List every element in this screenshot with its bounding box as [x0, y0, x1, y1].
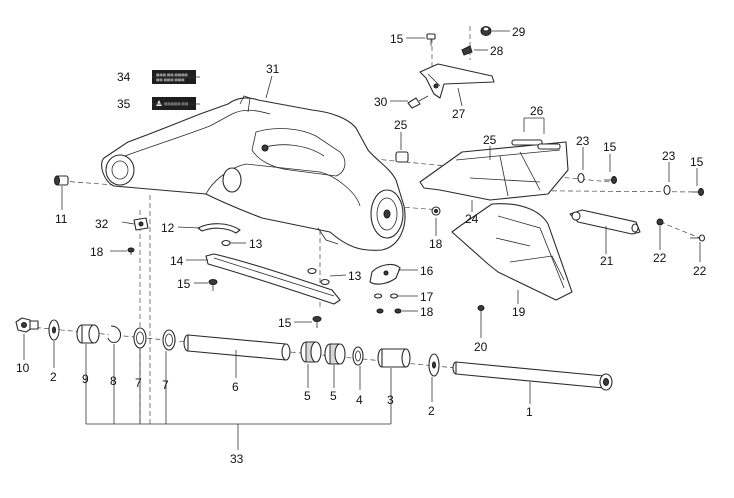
callout-20: 20 [474, 340, 488, 354]
callout-16: 16 [420, 264, 434, 278]
callout-15-mid: 15 [278, 316, 292, 330]
bolt-15-left [208, 279, 218, 291]
callout-30: 30 [374, 95, 388, 109]
pivot-shaft-1 [452, 361, 613, 391]
bracket-16 [369, 263, 401, 285]
spacer-25-left [395, 151, 409, 163]
callout-18-left: 18 [90, 245, 104, 259]
callout-35: 35 [117, 97, 131, 111]
sleeve-6 [183, 334, 291, 361]
screw-18-left [127, 247, 135, 255]
circlip-8 [107, 325, 122, 344]
callout-2-right: 2 [428, 404, 435, 418]
clip-12 [197, 223, 241, 234]
callout-2-left: 2 [50, 370, 57, 384]
bolt-22-a [656, 218, 664, 226]
bolt-30 [407, 95, 429, 109]
callout-23-b: 23 [662, 149, 676, 163]
svg-text:▤▤▤ ▤▤ ▤▤▤▤: ▤▤▤ ▤▤ ▤▤▤▤ [156, 73, 188, 77]
callout-8: 8 [110, 374, 117, 388]
washer-2-right [428, 353, 440, 377]
callout-15-right-b: 15 [690, 155, 704, 169]
callout-14: 14 [170, 254, 184, 268]
screw-18-lower [376, 308, 402, 314]
lower-cover-19 [451, 203, 573, 301]
washer-17 [373, 293, 399, 299]
callout-1: 1 [526, 405, 533, 419]
spacer-3 [377, 348, 411, 368]
bolt-22-b [690, 234, 706, 242]
callout-26: 26 [530, 104, 544, 118]
washer-13-upper [221, 239, 231, 247]
callout-5-b: 5 [330, 389, 337, 403]
callout-labels: 29 15 28 34 31 30 35 27 26 25 25 23 15 2… [16, 25, 707, 466]
callout-10: 10 [16, 361, 30, 375]
bracket-27 [419, 63, 495, 99]
callout-25-right: 25 [483, 133, 497, 147]
bearing-5-a [300, 341, 322, 363]
callout-17: 17 [420, 290, 434, 304]
callout-19: 19 [512, 305, 526, 319]
washer-23-a [577, 172, 585, 184]
callout-22-b: 22 [693, 264, 707, 278]
washer-13-lower [307, 267, 330, 286]
nut-18-right [431, 206, 441, 216]
bolt-15-top [426, 33, 436, 46]
callout-7-b: 7 [162, 378, 169, 392]
callout-15-left: 15 [177, 277, 191, 291]
swingarm-body [101, 95, 406, 251]
washer-23-b [663, 184, 671, 196]
bolt-15-right-a [604, 176, 617, 184]
callout-5-a: 5 [304, 389, 311, 403]
chain-cover-24 [419, 141, 569, 201]
bolt-15-right-b [692, 188, 704, 196]
callout-29: 29 [512, 25, 526, 39]
callout-6: 6 [232, 380, 239, 394]
callout-7-a: 7 [135, 376, 142, 390]
bolt-15-mid [312, 316, 322, 328]
callout-34: 34 [117, 70, 131, 84]
callout-4: 4 [356, 393, 363, 407]
screw-20 [477, 305, 485, 318]
callout-11: 11 [55, 212, 68, 226]
chain-guide-14 [205, 253, 341, 305]
callout-18-right: 18 [429, 237, 443, 251]
callout-33: 33 [230, 452, 244, 466]
callout-32: 32 [95, 217, 109, 231]
screw-28 [461, 45, 473, 56]
callout-18-lower: 18 [420, 305, 434, 319]
bolt-11 [54, 175, 69, 186]
bushing-9 [76, 324, 100, 344]
callout-28: 28 [490, 44, 504, 58]
leader-lines [23, 30, 701, 450]
callout-9: 9 [82, 372, 89, 386]
callout-15-right-a: 15 [603, 140, 617, 154]
bolts-26 [511, 139, 561, 150]
svg-text:▤▤ ▤▤▤ ▤▤▤: ▤▤ ▤▤▤ ▤▤▤ [156, 78, 185, 82]
callout-21: 21 [600, 254, 614, 268]
sensor-bracket-32 [133, 217, 149, 231]
callout-23-a: 23 [576, 134, 590, 148]
callout-31: 31 [266, 62, 280, 76]
seal-4 [352, 346, 364, 366]
washer-2-left [48, 319, 60, 341]
callout-3: 3 [387, 393, 394, 407]
nut-10 [15, 317, 39, 333]
bearing-5-b [324, 343, 346, 365]
callout-24: 24 [465, 212, 479, 226]
callout-25-left: 25 [394, 118, 408, 132]
callout-13-lower: 13 [348, 269, 362, 283]
seal-7-a [133, 327, 147, 349]
callout-27: 27 [452, 107, 466, 121]
callout-13-upper: 13 [249, 237, 263, 251]
cap-29 [480, 26, 492, 36]
callout-22-a: 22 [653, 251, 667, 265]
callout-15-top: 15 [390, 32, 404, 46]
callout-12: 12 [161, 221, 175, 235]
tensioner-arm-21 [569, 209, 641, 235]
seal-7-b [162, 329, 176, 351]
warning-label-35: ▤▤▤▤▤ ▤▤ [152, 97, 196, 110]
